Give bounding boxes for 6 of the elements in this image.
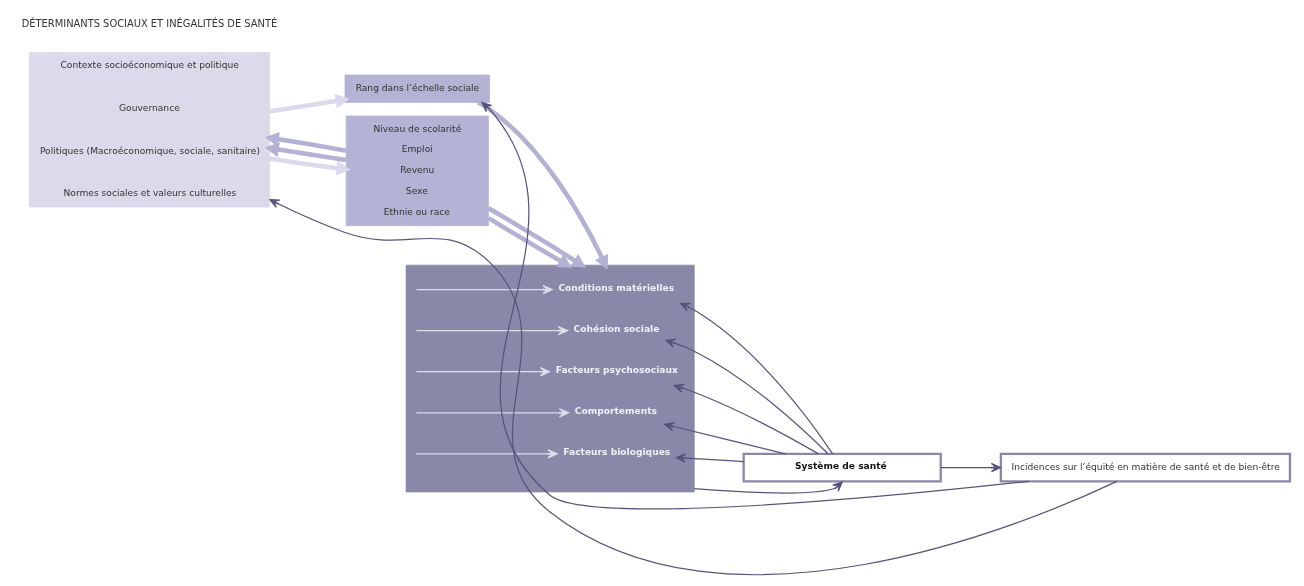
node-text: Conditions matérielles xyxy=(558,283,675,294)
node-text: Comportements xyxy=(574,406,657,417)
label: DÉTERMINANTS SOCIAUX ET INÉGALITÉS DE SANTÉ xyxy=(21,18,278,30)
node-text: Cohésion sociale xyxy=(573,324,660,335)
node-text: Facteurs biologiques xyxy=(563,447,671,458)
node-text: Facteurs psychosociaux xyxy=(555,365,678,376)
